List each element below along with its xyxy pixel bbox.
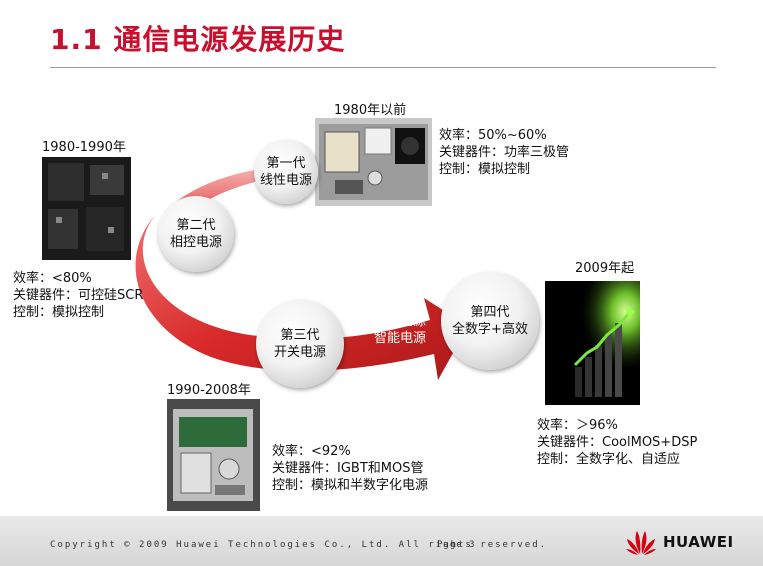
gen4-type: 全数字+高效	[452, 322, 528, 337]
gen2-key-device: 关键器件：可控硅SCR	[13, 288, 144, 303]
gen3-bubble: 第三代 开关电源	[256, 300, 344, 388]
arrow-label-green: 绿色电源	[374, 314, 427, 329]
linear-power-supply-photo	[315, 118, 432, 206]
arrow-label: 绿色电源 智能电源	[374, 313, 426, 347]
scr-power-supply-photo	[42, 157, 131, 260]
gen2-control: 控制：模拟控制	[13, 305, 105, 320]
gen4-control: 控制：全数字化、自适应	[537, 452, 681, 467]
gen2-bubble: 第二代 相控电源	[158, 196, 234, 272]
title-divider	[50, 67, 716, 68]
gen2-caption: 1980-1990年	[42, 140, 126, 155]
slide-title: 1.1 通信电源发展历史	[50, 23, 346, 56]
gen1-caption: 1980年以前	[334, 103, 407, 118]
arrow-label-smart: 智能电源	[374, 331, 427, 346]
gen1-efficiency: 效率：50%~60%	[439, 128, 547, 143]
gen1-name: 第一代	[266, 156, 306, 171]
gen3-key-device: 关键器件：IGBT和MOS管	[272, 461, 424, 476]
gen1-bubble: 第一代 线性电源	[254, 140, 318, 204]
gen2-type: 相控电源	[169, 235, 222, 250]
switching-power-supply-photo	[167, 399, 260, 511]
gen1-key-device: 关键器件：功率三极管	[439, 145, 570, 160]
gen3-name: 第三代	[280, 328, 320, 343]
gen2-name: 第二代	[176, 218, 216, 233]
gen3-specs: 效率：<92% 关键器件：IGBT和MOS管 控制：模拟和半数字化电源	[272, 443, 428, 494]
gen1-specs: 效率：50%~60% 关键器件：功率三极管 控制：模拟控制	[439, 127, 569, 178]
gen1-type: 线性电源	[259, 173, 312, 188]
page-number: Page 3	[437, 540, 476, 550]
gen3-caption: 1990-2008年	[167, 383, 251, 398]
gen3-type: 开关电源	[273, 345, 326, 360]
gen2-specs: 效率：<80% 关键器件：可控硅SCR 控制：模拟控制	[13, 270, 143, 321]
gen4-efficiency: 效率：＞96%	[537, 418, 618, 433]
gen4-key-device: 关键器件：CoolMOS+DSP	[537, 435, 698, 450]
gen3-control: 控制：模拟和半数字化电源	[272, 478, 429, 493]
gen4-caption: 2009年起	[575, 261, 635, 276]
digital-efficiency-photo	[545, 281, 640, 405]
gen4-bubble: 第四代 全数字+高效	[441, 272, 539, 370]
huawei-logo-icon	[626, 531, 656, 555]
copyright-text: Copyright © 2009 Huawei Technologies Co.…	[50, 540, 548, 550]
gen4-name: 第四代	[470, 305, 510, 320]
gen2-efficiency: 效率：<80%	[13, 271, 92, 286]
gen4-specs: 效率：＞96% 关键器件：CoolMOS+DSP 控制：全数字化、自适应	[537, 417, 697, 468]
gen1-control: 控制：模拟控制	[439, 162, 531, 177]
gen3-efficiency: 效率：<92%	[272, 444, 351, 459]
footer: Copyright © 2009 Huawei Technologies Co.…	[0, 516, 763, 566]
huawei-logo-text: HUAWEI	[663, 533, 734, 551]
